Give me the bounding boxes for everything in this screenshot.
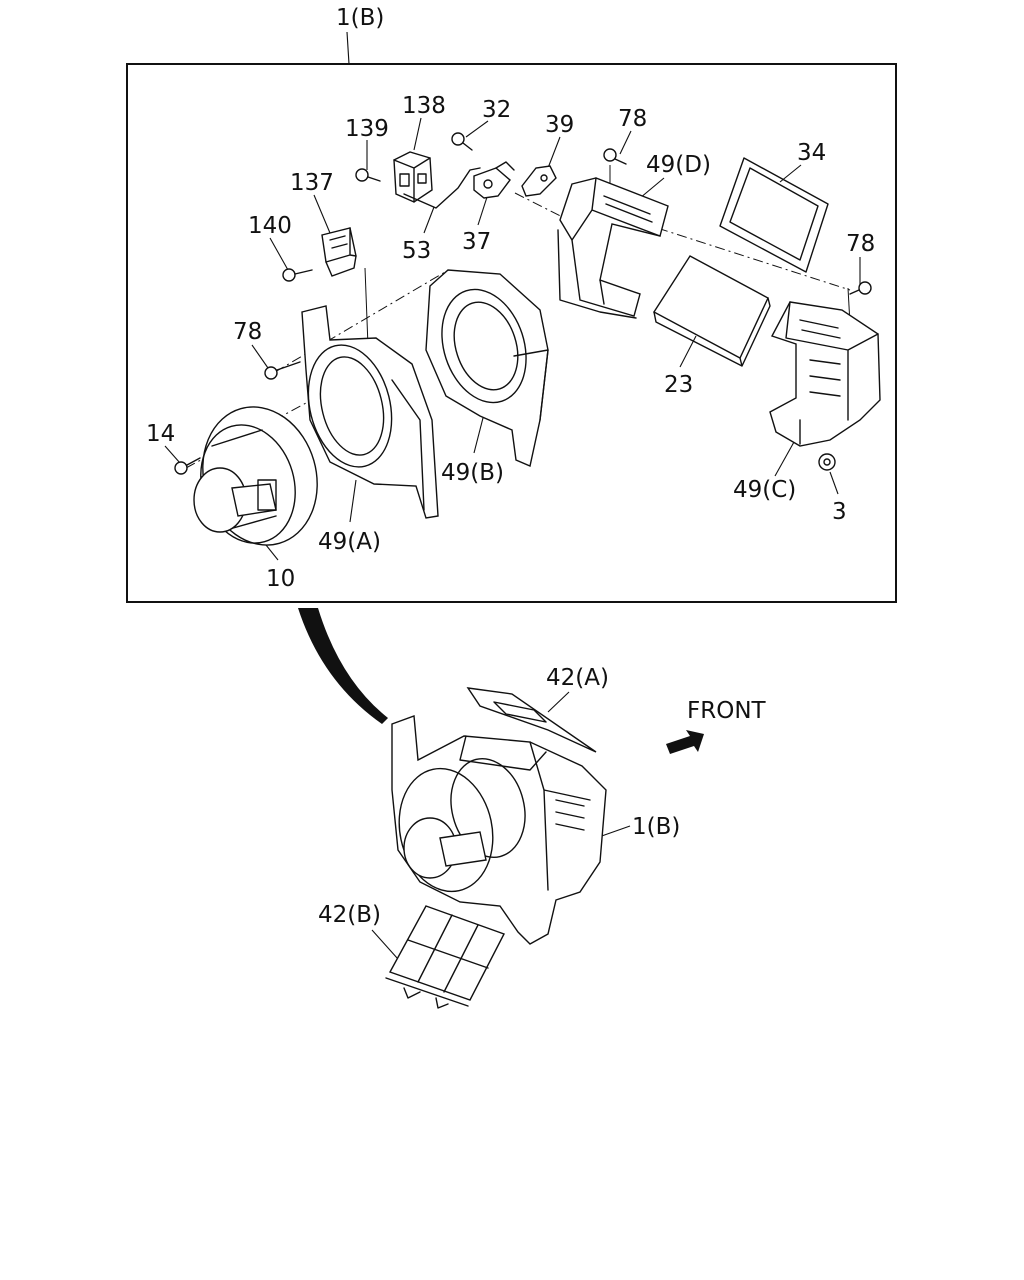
assembled-unit-1b (391, 715, 607, 945)
callout-23: 23 (664, 372, 693, 398)
callout-39: 39 (545, 112, 574, 138)
callout-140: 140 (248, 213, 292, 239)
part-53-link-rod (403, 167, 481, 209)
part-42a-cover (466, 687, 597, 753)
exploded-view-frame (126, 63, 897, 603)
front-arrow-icon (666, 730, 704, 754)
callout-37: 37 (462, 229, 491, 255)
callout-53: 53 (402, 238, 431, 264)
callout-10: 10 (266, 566, 295, 592)
part-23-core (653, 255, 771, 367)
callout-32: 32 (482, 97, 511, 123)
callout-1b-assembled: 1(B) (632, 814, 680, 840)
part-10-blower-motor (193, 406, 318, 546)
part-49d-duct (557, 177, 669, 319)
part-39-lever (521, 165, 557, 197)
callout-49c: 49(C) (733, 477, 796, 503)
part-3-nut (818, 453, 836, 471)
callout-49a: 49(A) (318, 529, 381, 555)
callout-139: 139 (345, 116, 389, 142)
callout-42a: 42(A) (546, 665, 609, 691)
part-49c-case (769, 301, 881, 447)
part-138-actuator (393, 151, 433, 203)
front-direction-label: FRONT (687, 698, 767, 724)
callout-78-left: 78 (233, 319, 262, 345)
assembly-label-top: 1(B) (336, 5, 384, 31)
callout-137: 137 (290, 170, 334, 196)
callout-49d: 49(D) (646, 152, 711, 178)
callout-49b: 49(B) (441, 460, 504, 486)
callout-3: 3 (832, 499, 847, 525)
part-37-lever (473, 161, 515, 199)
callout-78-top: 78 (618, 106, 647, 132)
screws (174, 132, 872, 475)
callout-42b: 42(B) (318, 902, 381, 928)
part-42b-filter (385, 905, 505, 1009)
callout-labels: 138 32 139 39 78 49(D) 34 137 140 53 37 … (146, 93, 875, 928)
callout-34: 34 (797, 140, 826, 166)
callout-14: 14 (146, 421, 175, 447)
transition-arrow (298, 608, 388, 724)
part-34-seal (719, 157, 829, 273)
callout-138: 138 (402, 93, 446, 119)
part-49a-housing (301, 305, 439, 519)
part-137-resistor (321, 227, 357, 277)
callout-78-right: 78 (846, 231, 875, 257)
part-49b-housing (425, 269, 549, 467)
